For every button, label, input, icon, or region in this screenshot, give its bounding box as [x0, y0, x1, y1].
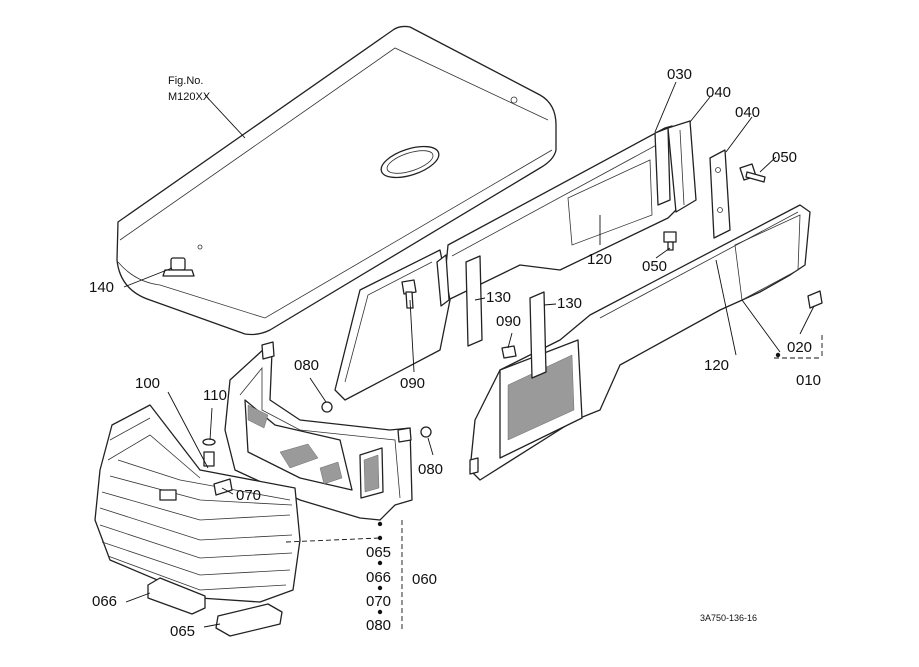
inner-side-panel [334, 249, 451, 401]
part-label-066: 066 [366, 569, 391, 586]
part-label-130: 130 [557, 295, 582, 312]
fig-number: M120XX [168, 91, 211, 103]
part-label-130: 130 [486, 289, 511, 306]
part-label-070: 070 [366, 593, 391, 610]
part-label-040: 040 [735, 104, 760, 121]
part-label-050: 050 [772, 149, 797, 166]
cushion-066 [147, 577, 206, 615]
part-label-070: 070 [236, 487, 261, 504]
bracket-040-a [667, 120, 697, 213]
bolt-090-b [501, 345, 517, 359]
bolt-090-a [401, 279, 417, 309]
side-panel-lower [469, 204, 811, 481]
part-label-065: 065 [366, 544, 391, 561]
part-label-050: 050 [642, 258, 667, 275]
part-label-080: 080 [366, 617, 391, 634]
fig-label: Fig.No. [168, 75, 203, 87]
nut-080-a [321, 401, 333, 413]
post-130-b [529, 291, 547, 379]
bolt-050-a [739, 163, 766, 183]
front-frame [224, 341, 413, 521]
part-label-110: 110 [203, 387, 227, 404]
part-label-040: 040 [706, 84, 731, 101]
bracket-040-b [709, 149, 731, 239]
nut-080-b [420, 426, 432, 438]
hood-panel [116, 25, 557, 336]
post-130-a [465, 255, 483, 347]
part-label-120: 120 [587, 251, 612, 268]
drawing-code: 3A750-136-16 [700, 613, 757, 623]
part-label-080: 080 [294, 357, 319, 374]
part-label-100: 100 [135, 375, 160, 392]
part-label-020: 020 [787, 339, 812, 356]
cushion-065 [215, 603, 283, 637]
hood-latch [162, 257, 195, 277]
bolt-050-b [663, 231, 677, 251]
assembly-dots [377, 352, 781, 615]
emblem-020 [807, 290, 823, 309]
part-label-010: 010 [796, 372, 821, 389]
part-label-090: 090 [496, 313, 521, 330]
part-label-066: 066 [92, 593, 117, 610]
part-label-065: 065 [170, 623, 195, 640]
part-label-080: 080 [418, 461, 443, 478]
part-label-060: 060 [412, 571, 437, 588]
part-label-140: 140 [89, 279, 114, 296]
part-label-090: 090 [400, 375, 425, 392]
leader-lines [123, 81, 823, 632]
part-label-120: 120 [704, 357, 729, 374]
part-label-030: 030 [667, 66, 692, 83]
